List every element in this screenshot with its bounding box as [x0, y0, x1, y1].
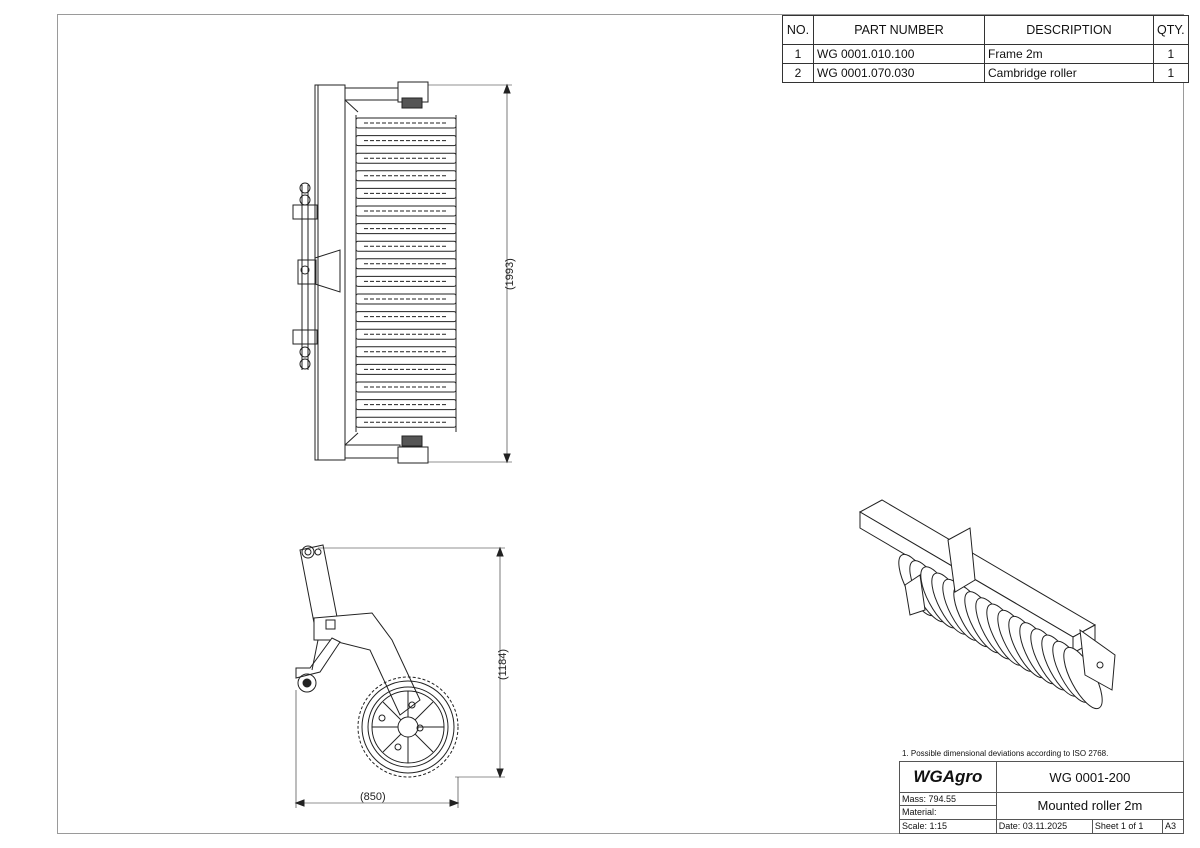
- title-block: WGAgro WG 0001-200 Mass: 794.55 Mounted …: [899, 760, 1185, 835]
- material-field: Material:: [899, 805, 997, 820]
- tolerance-note: 1. Possible dimensional deviations accor…: [902, 749, 1109, 758]
- drawing-number: WG 0001-200: [995, 760, 1185, 794]
- dimension-width-top: (1993): [504, 258, 516, 290]
- date-field: Date: 03.11.2025: [995, 818, 1093, 835]
- mass-field: Mass: 794.55: [899, 792, 997, 807]
- isometric-view: [858, 499, 1116, 710]
- side-view: [294, 544, 505, 808]
- dimension-height-side: (1184): [497, 649, 509, 680]
- dimension-length-side: (850): [360, 791, 386, 803]
- sheet-field: Sheet 1 of 1: [1091, 818, 1163, 835]
- bom-cell-part: WG 0001.010.100: [813, 44, 985, 64]
- bill-of-materials: NO. PART NUMBER DESCRIPTION QTY. 1 WG 00…: [782, 15, 1189, 83]
- bom-row: 1 WG 0001.010.100 Frame 2m 1: [782, 44, 1189, 64]
- bom-header-desc: DESCRIPTION: [984, 15, 1154, 45]
- drawing-title: Mounted roller 2m: [995, 792, 1185, 820]
- bom-row: 2 WG 0001.070.030 Cambridge roller 1: [782, 63, 1189, 83]
- drawing-border: [57, 14, 1184, 834]
- bom-cell-desc: Frame 2m: [984, 44, 1154, 64]
- company-logo: WGAgro: [899, 760, 997, 794]
- bom-cell-qty: 1: [1153, 63, 1189, 83]
- bom-cell-no: 2: [782, 63, 814, 83]
- bom-cell-part: WG 0001.070.030: [813, 63, 985, 83]
- iso-roller-rings: [898, 553, 1103, 710]
- bom-header-no: NO.: [782, 15, 814, 45]
- format-field: A3: [1161, 818, 1185, 835]
- top-view: [292, 81, 512, 464]
- bom-cell-desc: Cambridge roller: [984, 63, 1154, 83]
- bom-header-part: PART NUMBER: [813, 15, 985, 45]
- roller-rings: [355, 117, 457, 428]
- bom-header-qty: QTY.: [1153, 15, 1189, 45]
- bom-cell-qty: 1: [1153, 44, 1189, 64]
- bom-cell-no: 1: [782, 44, 814, 64]
- scale-field: Scale: 1:15: [899, 818, 997, 835]
